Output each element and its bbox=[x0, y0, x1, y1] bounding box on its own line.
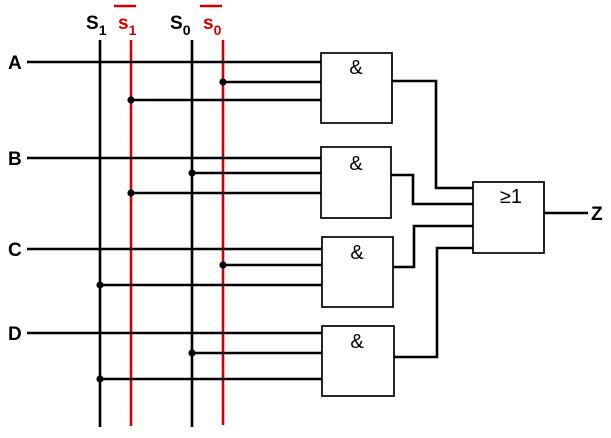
or-gate bbox=[472, 181, 545, 254]
wire-and3-to-or bbox=[393, 224, 473, 269]
input-label-a: A bbox=[8, 53, 22, 74]
input-label-c: C bbox=[8, 240, 22, 261]
and-gate-3-label: & bbox=[350, 242, 364, 264]
junction-dot bbox=[219, 78, 227, 86]
and-gate-1 bbox=[320, 52, 393, 124]
junction-dot bbox=[96, 281, 104, 289]
and-gate-2-label: & bbox=[349, 153, 363, 175]
wire-and4-to-or bbox=[394, 246, 473, 359]
and-gate-4-label: & bbox=[350, 331, 364, 353]
and-gate-2 bbox=[320, 146, 392, 219]
and-gate-1-label: & bbox=[349, 57, 363, 79]
select-label-s1-bar: s1 bbox=[118, 13, 137, 38]
select-label-s0-bar: s0 bbox=[203, 13, 222, 38]
junction-dot bbox=[188, 169, 196, 177]
input-label-d: D bbox=[8, 324, 22, 345]
wire-and1-to-or bbox=[392, 79, 473, 190]
and-gate-4 bbox=[321, 325, 395, 397]
or-gate-label: ≥1 bbox=[500, 186, 522, 208]
junction-dot bbox=[127, 189, 135, 197]
select-label-s0: S0 bbox=[170, 13, 191, 38]
junction-dot bbox=[188, 349, 196, 357]
input-label-b: B bbox=[8, 149, 22, 170]
and-gate-3 bbox=[321, 236, 394, 308]
output-label-z: Z bbox=[591, 204, 603, 225]
junction-dot bbox=[127, 96, 135, 104]
select-label-s1: S1 bbox=[86, 13, 107, 38]
wire-and2-to-or bbox=[391, 173, 473, 206]
junction-dot bbox=[96, 375, 104, 383]
junction-dot bbox=[219, 261, 227, 269]
